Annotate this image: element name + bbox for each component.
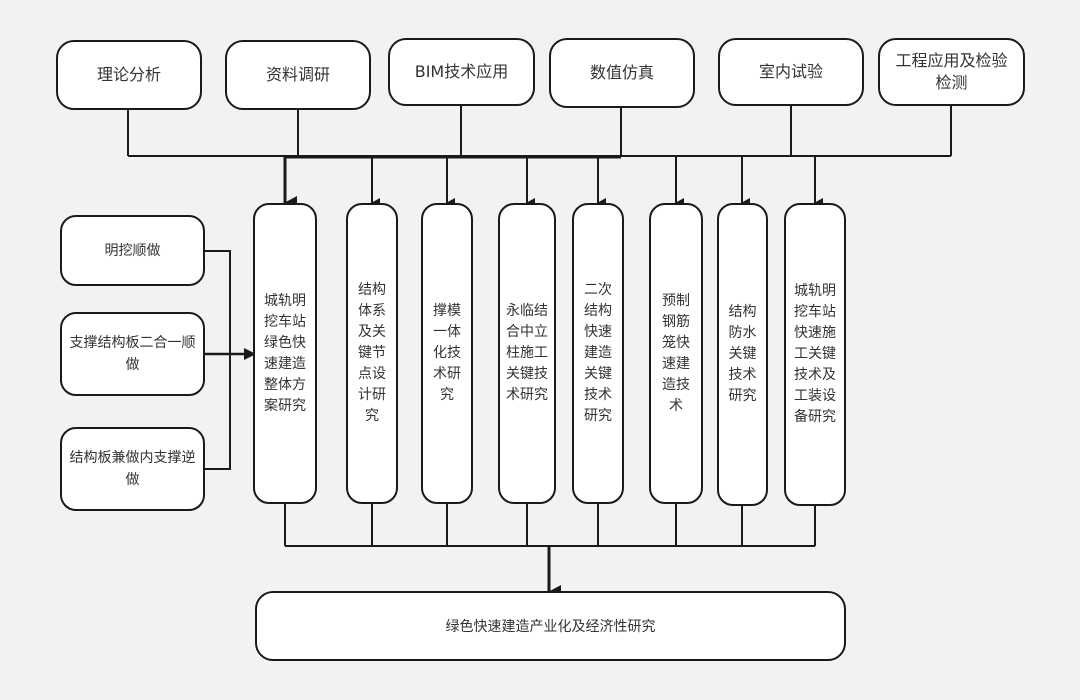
outcome-industrialization-economics[interactable]: 绿色快速建造产业化及经济性研究 [255, 591, 846, 661]
research-topic-support-formwork[interactable]: 撑模一体化技术研究 [421, 203, 473, 504]
method-engineering-application[interactable]: 工程应用及检验检测 [878, 38, 1025, 106]
method-theory-analysis[interactable]: 理论分析 [56, 40, 202, 110]
research-topic-label: 二次结构快速建造关键技术研究 [584, 282, 612, 424]
construction-method-support-slab-combined[interactable]: 支撑结构板二合一顺做 [60, 312, 205, 396]
method-label: 工程应用及检验检测 [895, 51, 1008, 92]
method-literature-research[interactable]: 资料调研 [225, 40, 371, 110]
research-topic-label: 预制钢筋笼快速建造技术 [662, 292, 690, 414]
method-label: 资料调研 [265, 65, 330, 84]
method-label: 理论分析 [96, 65, 161, 84]
method-label: 室内试验 [758, 62, 823, 81]
outcome-label: 绿色快速建造产业化及经济性研究 [445, 619, 656, 635]
research-topic-structural-system[interactable]: 结构体系及关键节点设计研究 [346, 203, 398, 504]
construction-method-label: 明挖顺做 [104, 242, 161, 259]
construction-method-open-cut[interactable]: 明挖顺做 [60, 215, 205, 286]
research-topic-center-column[interactable]: 永临结合中立柱施工关键技术研究 [498, 203, 556, 504]
research-topic-overall-scheme[interactable]: 城轨明挖车站绿色快速建造整体方案研究 [253, 203, 317, 504]
research-topic-label: 城轨明挖车站绿色快速建造整体方案研究 [264, 292, 306, 414]
left-bracket [204, 250, 231, 470]
research-topic-label: 永临结合中立柱施工关键技术研究 [506, 303, 548, 403]
method-bim-application[interactable]: BIM技术应用 [388, 38, 535, 106]
construction-method-top-down[interactable]: 结构板兼做内支撑逆做 [60, 427, 205, 511]
method-lab-test[interactable]: 室内试验 [718, 38, 864, 106]
research-topic-label: 撑模一体化技术研究 [433, 303, 461, 403]
construction-method-label: 结构板兼做内支撑逆做 [69, 450, 196, 488]
method-label: 数值仿真 [589, 63, 654, 82]
research-topic-label: 结构防水关键技术研究 [728, 304, 757, 404]
research-topic-prefab-rebar-cage[interactable]: 预制钢筋笼快速建造技术 [649, 203, 703, 504]
method-numerical-simulation[interactable]: 数值仿真 [549, 38, 695, 108]
method-label: BIM技术应用 [414, 62, 509, 81]
research-topic-rapid-construction-equipment[interactable]: 城轨明挖车站快速施工关键技术及工装设备研究 [784, 203, 846, 506]
research-topic-label: 城轨明挖车站快速施工关键技术及工装设备研究 [794, 283, 836, 425]
construction-method-label: 支撑结构板二合一顺做 [69, 335, 196, 373]
research-topic-waterproofing[interactable]: 结构防水关键技术研究 [717, 203, 768, 506]
research-topic-label: 结构体系及关键节点设计研究 [358, 282, 386, 424]
research-topic-secondary-structure[interactable]: 二次结构快速建造关键技术研究 [572, 203, 624, 504]
